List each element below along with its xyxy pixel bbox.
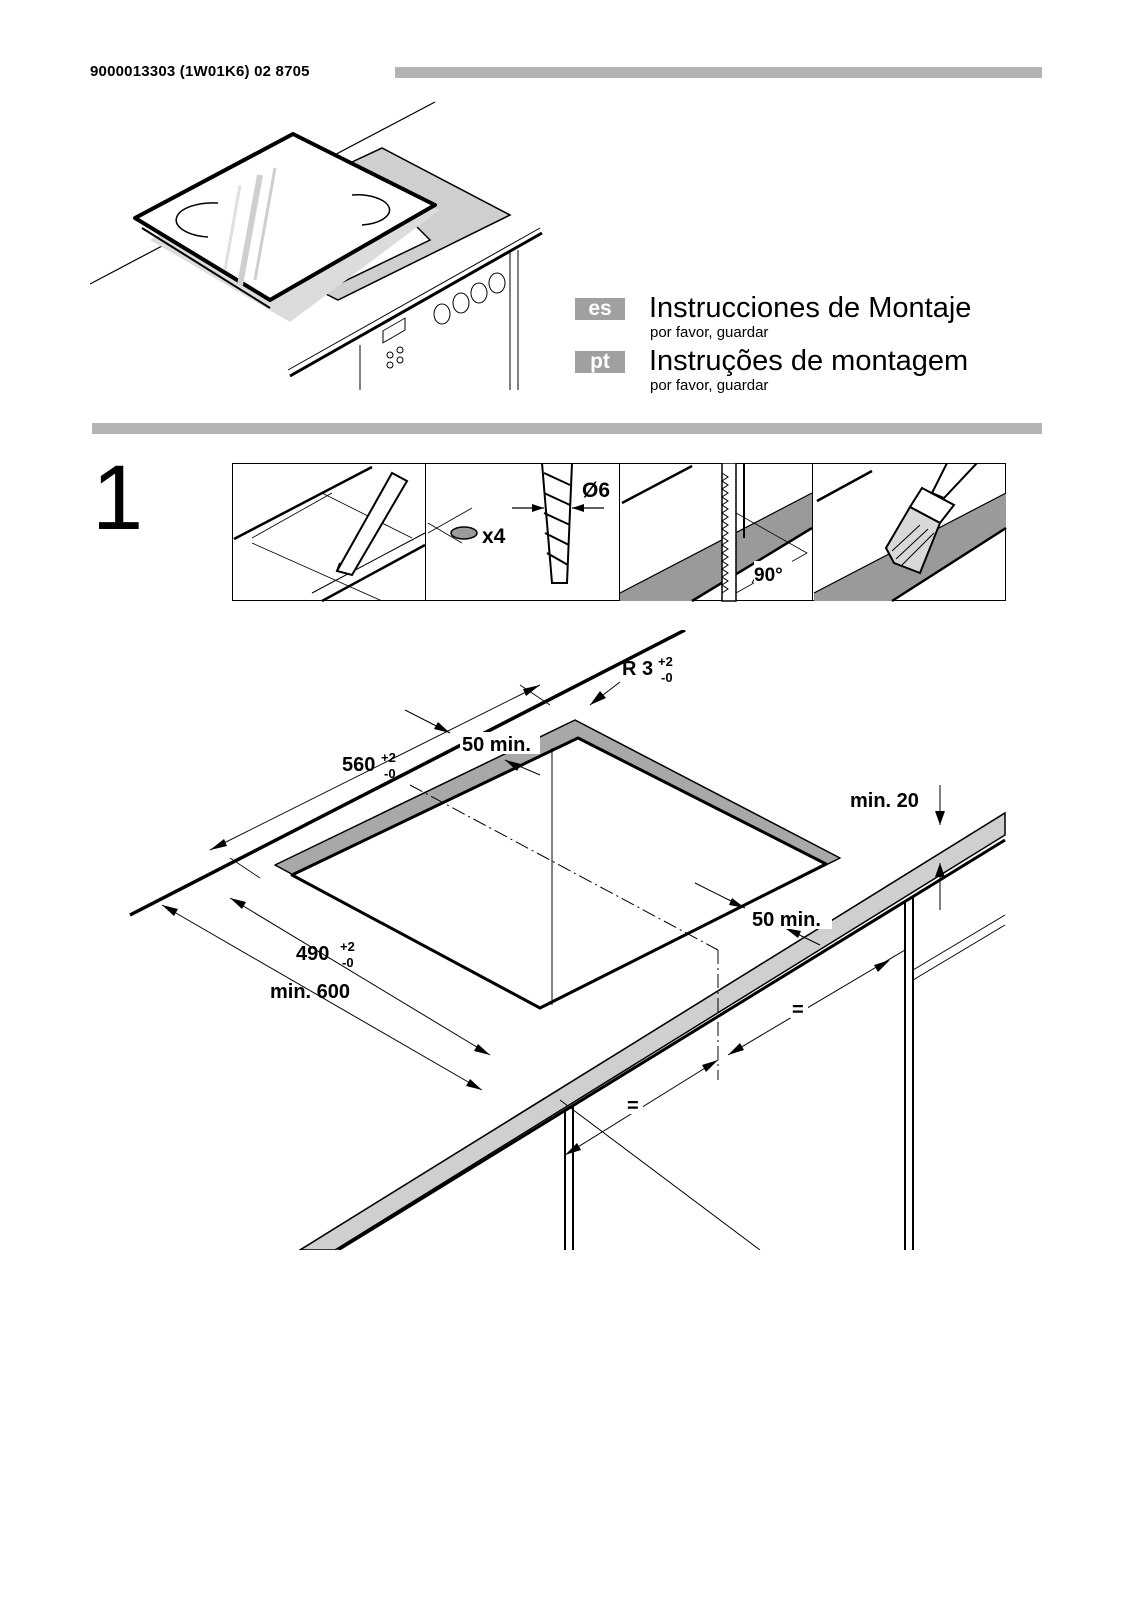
width-tol-minus: -0 — [384, 766, 396, 781]
width-label: 560 — [342, 754, 375, 776]
step-number: 1 — [92, 447, 144, 549]
document-code: 9000013303 (1W01K6) 02 8705 — [90, 63, 310, 80]
hole-count-label: x4 — [482, 525, 506, 548]
worktop-depth-label: min. 600 — [270, 981, 350, 1003]
radius-label: R 3 — [622, 658, 653, 680]
hole-icon — [450, 526, 478, 540]
mark-panel — [233, 465, 426, 603]
radius-tol-minus: -0 — [661, 670, 673, 685]
equal-right-label: = — [792, 999, 804, 1021]
saw-blade-icon — [721, 463, 737, 602]
equal-left-label: = — [627, 1095, 639, 1117]
brush-icon — [884, 505, 942, 575]
side-margin-label: 50 min. — [752, 909, 821, 931]
saw-panel: 90° — [619, 463, 813, 603]
subtitle-pt: por favor, guardar — [650, 377, 769, 394]
brush-handle-icon — [930, 463, 979, 500]
header-rule — [395, 67, 1042, 78]
subtitle-es: por favor, guardar — [650, 324, 769, 341]
drill-diameter-label: Ø6 — [582, 479, 610, 502]
drill-bit-icon — [540, 463, 574, 584]
thickness-label: min. 20 — [850, 790, 919, 812]
cutout-diagram: 560 +2 -0 50 min. R 3 +2 -0 490 +2 -0 mi… — [129, 630, 1006, 1250]
lang-badge-es: es — [575, 298, 625, 320]
tool-strip: x4 Ø6 90° — [232, 463, 1007, 603]
hob-illustration — [90, 101, 543, 390]
seal-panel — [813, 463, 1007, 603]
drill-panel: x4 Ø6 — [427, 463, 610, 584]
depth-tol-plus: +2 — [340, 939, 355, 954]
depth-label: 490 — [296, 943, 329, 965]
section-rule — [92, 423, 1042, 434]
depth-tol-minus: -0 — [342, 955, 354, 970]
width-tol-plus: +2 — [381, 750, 396, 765]
lang-badge-pt: pt — [575, 351, 625, 373]
back-margin-label: 50 min. — [462, 734, 531, 756]
radius-tol-plus: +2 — [658, 654, 673, 669]
title-es: Instrucciones de Montaje — [649, 292, 972, 324]
saw-angle-label: 90° — [754, 565, 783, 586]
title-pt: Instruções de montagem — [649, 345, 969, 377]
